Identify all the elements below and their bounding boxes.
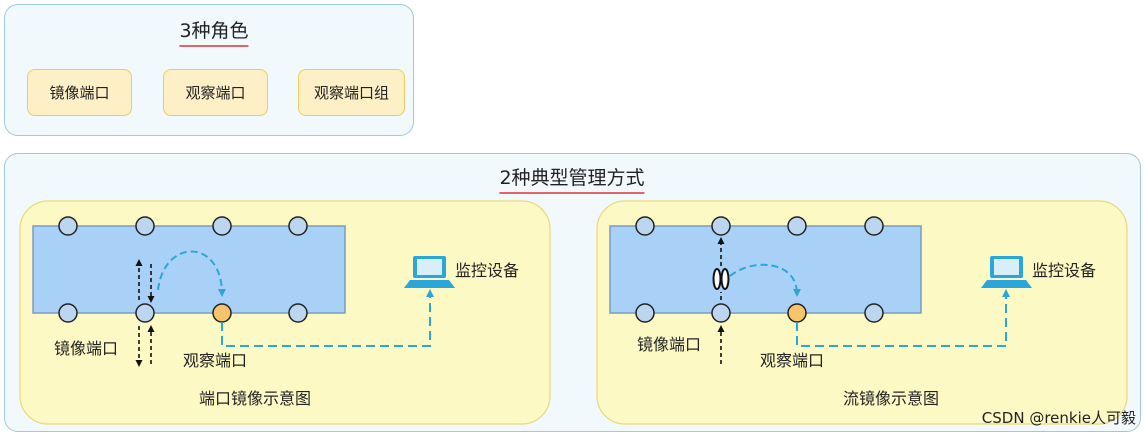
port-mirror-monitor-label: 监控设备 <box>455 261 519 280</box>
flow-mirror-top-port <box>711 216 731 236</box>
methods-title-text: 2种典型管理方式 <box>499 167 645 189</box>
flow-mirror-observe-port <box>787 303 807 323</box>
flow-mirror-observe-port-label: 观察端口 <box>760 351 824 370</box>
roles-title-text: 3种角色 <box>179 20 249 42</box>
role-mirror-port: 镜像端口 <box>27 69 132 116</box>
role-observe-port-label: 观察端口 <box>185 84 246 102</box>
flow-mirror-top-port <box>787 216 807 236</box>
flow-mirror-monitor-label: 监控设备 <box>1032 261 1096 280</box>
port-mirror-switch <box>32 225 346 314</box>
methods-title-underline <box>499 192 645 194</box>
port-mirror-top-port <box>135 216 155 236</box>
flow-mirror-top-port <box>635 216 655 236</box>
flow-filter-icon <box>712 268 730 290</box>
laptop-icon <box>404 256 455 288</box>
flow-mirror-mirror-port-label: 镜像端口 <box>637 335 701 354</box>
flow-mirror-zone: 监控设备 镜像端口 观察端口 流镜像示意图 <box>596 200 1128 425</box>
port-mirror-bottom-port <box>288 303 308 323</box>
flow-mirror-top-port <box>864 216 884 236</box>
role-mirror-port-label: 镜像端口 <box>49 84 110 102</box>
port-mirror-top-port <box>288 216 308 236</box>
watermark: CSDN @renkie人可毅 <box>982 409 1136 427</box>
role-observe-port-group: 观察端口组 <box>298 69 405 116</box>
port-mirror-caption: 端口镜像示意图 <box>199 389 311 408</box>
flow-mirror-switch <box>609 225 922 314</box>
roles-title-underline <box>179 45 249 47</box>
port-mirror-top-port <box>58 216 78 236</box>
role-observe-port: 观察端口 <box>163 69 268 116</box>
flow-mirror-caption: 流镜像示意图 <box>843 389 939 408</box>
laptop-icon <box>981 256 1032 288</box>
port-mirror-observe-port <box>212 303 232 323</box>
port-mirror-observe-port-label: 观察端口 <box>183 351 247 370</box>
port-mirror-monitor-link <box>221 289 434 347</box>
port-mirror-mirror-port <box>135 303 155 323</box>
flow-mirror-monitor-link <box>796 289 1010 347</box>
port-mirror-bottom-port <box>58 303 78 323</box>
port-mirror-copy-arrow <box>157 250 226 297</box>
roles-title: 3种角色 <box>179 16 249 47</box>
role-observe-port-group-label: 观察端口组 <box>313 84 389 102</box>
port-mirror-top-port <box>212 216 232 236</box>
flow-mirror-bottom-port <box>635 303 655 323</box>
port-mirror-zone: 监控设备 镜像端口 观察端口 端口镜像示意图 <box>19 200 551 425</box>
flow-mirror-mirror-port <box>711 303 731 323</box>
port-mirror-mirror-port-label: 镜像端口 <box>54 339 118 358</box>
flow-mirror-bottom-port <box>864 303 884 323</box>
flow-mirror-copy-arrow <box>729 263 801 297</box>
methods-title: 2种典型管理方式 <box>499 163 645 194</box>
